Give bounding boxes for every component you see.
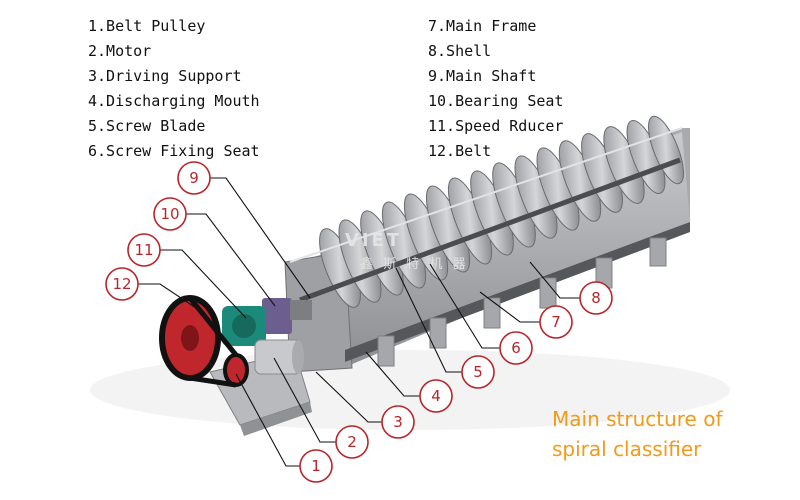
speed-reducer-hub — [232, 314, 256, 338]
shell-top-edge — [289, 127, 683, 263]
svg-text:鑫 斯 特 机 器: 鑫 斯 特 机 器 — [360, 256, 469, 272]
main-shaft — [299, 157, 681, 303]
callout-3: 3 — [381, 405, 415, 439]
svg-text:2: 2 — [347, 433, 357, 451]
svg-text:11: 11 — [134, 241, 153, 259]
coupling — [290, 300, 312, 320]
callout-9: 9 — [177, 161, 211, 195]
svg-text:VIET: VIET — [345, 230, 402, 251]
driving-support-edge — [240, 402, 312, 436]
svg-text:6: 6 — [511, 339, 521, 357]
callout-8: 8 — [579, 281, 613, 315]
legend-item-main-frame: 7.Main Frame — [428, 17, 537, 35]
svg-text:10: 10 — [160, 205, 179, 223]
legend-item-screw-blade: 5.Screw Blade — [88, 117, 206, 135]
motor-end-cap — [292, 340, 304, 374]
svg-text:4: 4 — [431, 387, 441, 405]
svg-text:9: 9 — [189, 169, 199, 187]
callout-7: 7 — [539, 305, 573, 339]
legend-item-main-shaft: 9.Main Shaft — [428, 67, 537, 85]
legend-item-speed-reducer: 11.Speed Rducer — [428, 117, 564, 135]
small-pulley — [223, 353, 249, 387]
callouts: 1 2 3 4 5 6 7 8 — [105, 161, 613, 483]
svg-text:8: 8 — [591, 289, 601, 307]
leader-lines — [138, 177, 580, 467]
frame-legs — [377, 237, 667, 367]
legend-item-discharging-mouth: 4.Discharging Mouth — [88, 92, 260, 110]
bearing-seat — [262, 298, 292, 334]
legend-item-screw-fixing-seat: 6.Screw Fixing Seat — [88, 142, 260, 160]
svg-text:1: 1 — [311, 457, 321, 475]
belt-pulley-hub — [181, 325, 199, 351]
classifier-machine — [284, 115, 690, 373]
caption-line-2: spiral classifier — [552, 437, 702, 461]
parts-legend-right: 7.Main Frame 8.Shell 9.Main Shaft 10.Bea… — [428, 14, 563, 164]
callout-6: 6 — [499, 331, 533, 365]
legend-item-belt: 12.Belt — [428, 142, 492, 160]
belt — [188, 296, 238, 388]
callout-4: 4 — [419, 379, 453, 413]
diagram-caption: Main structure of spiral classifier — [552, 404, 723, 464]
callout-2: 2 — [335, 425, 369, 459]
legend-item-shell: 8.Shell — [428, 42, 492, 60]
callout-10: 10 — [153, 197, 187, 231]
callout-5: 5 — [461, 355, 495, 389]
svg-text:12: 12 — [112, 275, 131, 293]
callout-12: 12 — [105, 267, 139, 301]
legend-item-belt-pulley: 1.Belt Pulley — [88, 17, 206, 35]
svg-text:5: 5 — [473, 363, 483, 381]
legend-item-motor: 2.Motor — [88, 42, 152, 60]
legend-item-driving-support: 3.Driving Support — [88, 67, 242, 85]
legend-item-bearing-seat: 10.Bearing Seat — [428, 92, 564, 110]
callout-1: 1 — [299, 449, 333, 483]
parts-legend-left: 1.Belt Pulley 2.Motor 3.Driving Support … — [88, 14, 260, 164]
watermark-logo: VIET 鑫 斯 特 机 器 — [345, 230, 469, 272]
svg-text:3: 3 — [393, 413, 403, 431]
screw-blades — [319, 115, 684, 308]
caption-line-1: Main structure of — [552, 407, 723, 431]
driving-assembly — [159, 295, 312, 436]
callout-11: 11 — [127, 233, 161, 267]
svg-text:7: 7 — [551, 313, 561, 331]
